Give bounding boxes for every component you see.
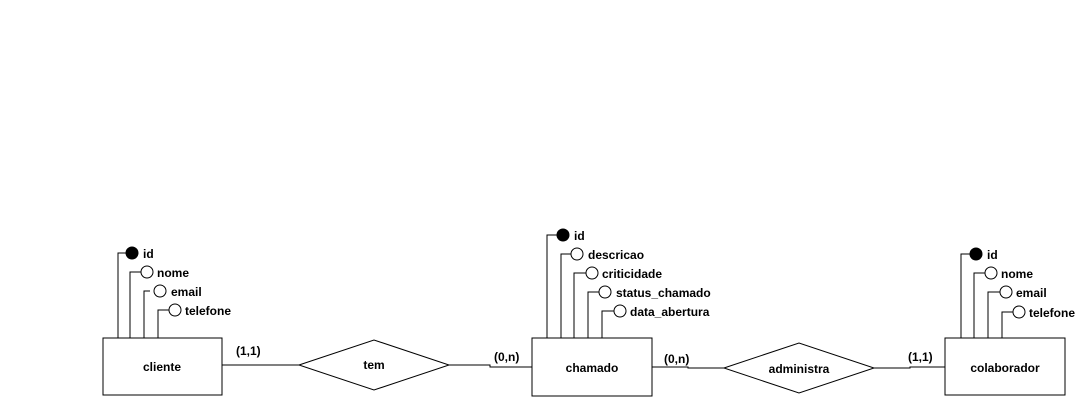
attribute-icon [999,285,1013,299]
connector-chamado-administra [652,366,724,369]
attribute-colaborador-nome: nome [984,266,1033,281]
attribute-label: id [143,247,154,261]
attribute-icon [168,303,182,317]
cardinality-chamado-administra: (0,n) [664,352,689,366]
attribute-icon [585,266,599,280]
attribute-label: id [987,248,998,262]
attribute-label: data_abertura [630,305,710,319]
attribute-icon [613,304,627,318]
attribute-icon [570,247,584,261]
primary-key-icon [969,247,983,261]
primary-key-icon [125,246,139,260]
attribute-label: descricao [588,248,644,262]
attribute-cliente-telefone: telefone [168,303,231,318]
entity-colaborador: colaborador id nome email telefone [944,247,1075,396]
attribute-label: criticidade [602,267,662,281]
entity-cliente-label: cliente [143,360,181,374]
attribute-chamado-status-chamado: status_chamado [598,285,711,300]
entity-chamado: chamado id descricao criticidade status_… [531,228,711,397]
attribute-cliente-nome: nome [140,265,189,280]
entity-colaborador-label: colaborador [970,361,1040,375]
attribute-label: status_chamado [616,286,711,300]
attribute-colaborador-email: email [999,285,1047,300]
cardinality-cliente-tem: (1,1) [236,344,261,358]
attribute-label: email [171,285,202,299]
attribute-chamado-data-abertura: data_abertura [613,304,710,319]
attribute-label: telefone [1029,306,1075,320]
attribute-icon [140,265,154,279]
attribute-chamado-criticidade: criticidade [585,266,662,281]
connector-tem-chamado [449,364,532,368]
attribute-label: nome [1001,267,1033,281]
attribute-label: nome [157,266,189,280]
entity-chamado-label: chamado [566,361,619,375]
attribute-label: email [1016,286,1047,300]
cardinality-administra-colaborador: (1,1) [908,350,933,364]
attribute-chamado-descricao: descricao [570,247,644,262]
attribute-icon [1012,305,1026,319]
cardinality-tem-chamado: (0,n) [494,350,519,364]
relationship-administra: administra [722,342,876,394]
attribute-label: id [574,229,585,243]
relationship-tem: tem [297,339,451,391]
connector-administra-colaborador [874,366,945,369]
attribute-icon [153,284,167,298]
entity-cliente: cliente id nome email telefone [102,246,231,396]
relationship-tem-label: tem [363,358,384,372]
relationship-administra-label: administra [769,362,830,376]
attribute-icon [984,266,998,280]
primary-key-icon [556,228,570,242]
attribute-cliente-email: email [153,284,202,299]
attribute-cliente-id: id [125,246,154,261]
attribute-chamado-id: id [556,228,585,243]
attribute-icon [598,285,612,299]
attribute-colaborador-id: id [969,247,998,262]
attribute-label: telefone [185,304,231,318]
attribute-colaborador-telefone: telefone [1012,305,1075,320]
